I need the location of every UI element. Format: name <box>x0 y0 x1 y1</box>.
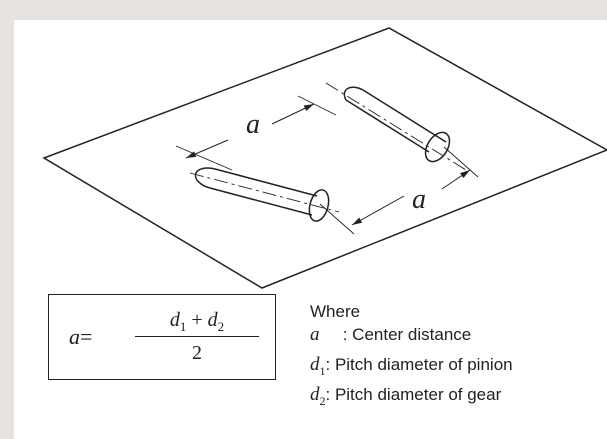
formula-numerator: d1 + d2 <box>169 309 225 334</box>
ext-line-bottom-right <box>443 146 479 178</box>
formula-box: a= d1 + d2 2 <box>48 294 276 380</box>
formula-lhs: a= <box>69 324 93 349</box>
fraction-bar <box>135 336 259 337</box>
dim-arrow-top-left <box>185 139 229 159</box>
ext-line-top-left <box>175 145 233 171</box>
symbol-legend: Where a : Center distance d1: Pitch diam… <box>310 300 513 412</box>
legend-item-gear-diameter: d2: Pitch diameter of gear <box>310 383 502 408</box>
legend-heading: Where <box>310 302 361 321</box>
pinion-shaft <box>189 167 340 222</box>
legend-item-pinion-diameter: d1: Pitch diameter of pinion <box>310 353 513 378</box>
base-plane <box>42 27 607 289</box>
gear-shaft-end <box>424 131 451 163</box>
formula-denominator: 2 <box>192 342 202 364</box>
ext-line-top-right <box>297 95 337 116</box>
formula-fraction: d1 + d2 2 <box>135 307 259 366</box>
dim-arrow-bottom-left <box>351 195 405 226</box>
dim-label-bottom: a <box>412 184 426 215</box>
ext-line-bottom-left <box>319 203 355 235</box>
pinion-shaft-end <box>308 189 330 222</box>
figure-panel: a a a= d1 + d2 2 Where a : Center distan… <box>14 20 607 439</box>
gear-shaft <box>325 82 467 171</box>
dim-arrow-top-right <box>271 103 315 125</box>
dim-arrow-bottom-right <box>441 169 471 190</box>
center-distance-diagram: a a <box>42 27 607 289</box>
dim-label-top: a <box>246 109 260 140</box>
legend-item-center-distance: a : Center distance <box>310 324 472 345</box>
